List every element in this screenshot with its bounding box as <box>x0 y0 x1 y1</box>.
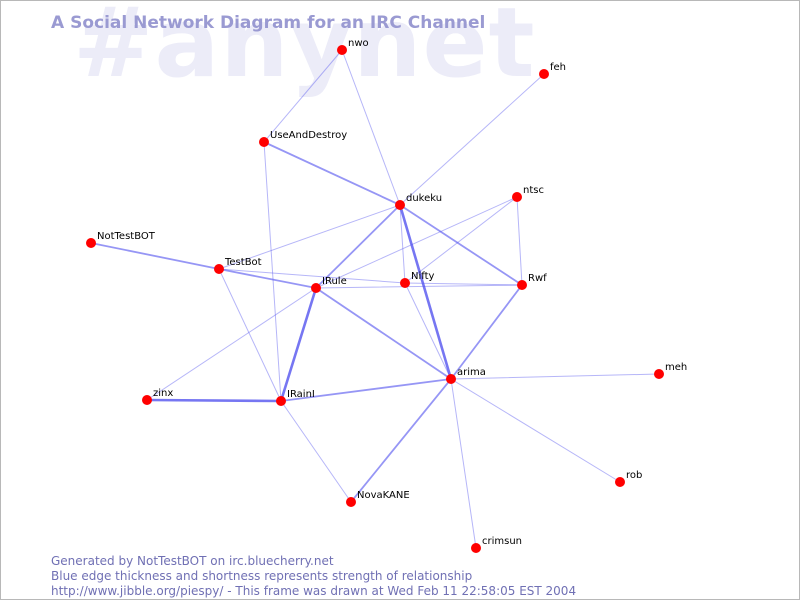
edge-nwo-UseAndDestroy <box>263 49 343 143</box>
node-dot-rob <box>615 477 625 487</box>
edge-Rwf-arima <box>450 284 523 380</box>
channel-watermark: #anynet <box>73 0 536 99</box>
edge-UseAndDestroy-dukeku <box>263 141 401 206</box>
node-label-IRainI: IRainI <box>287 389 315 400</box>
edge-dukeku-arima <box>398 203 453 381</box>
node-dot-Nifty <box>400 278 410 288</box>
edge-dukeku-TestBot <box>218 204 401 270</box>
node-NotTestBOT: NotTestBOT <box>86 231 156 248</box>
edge-IRule-Rwf <box>315 284 523 289</box>
node-IRule: IRule <box>311 276 347 293</box>
edge-IRule-zinx <box>146 287 317 401</box>
footer-url-timestamp: http://www.jibble.org/piespy/ - This fra… <box>51 584 577 598</box>
node-label-feh: feh <box>550 62 566 73</box>
node-label-Nifty: Nifty <box>411 271 435 282</box>
node-dot-Rwf <box>517 280 527 290</box>
edge-nwo-dukeku <box>341 49 401 206</box>
node-dot-TestBot <box>214 264 224 274</box>
node-label-rob: rob <box>626 470 642 481</box>
node-NovaKANE: NovaKANE <box>346 490 410 507</box>
node-dot-feh <box>539 69 549 79</box>
edge-ntsc-IRule <box>315 196 518 289</box>
edge-TestBot-IRainI <box>218 268 282 402</box>
node-dot-dukeku <box>395 200 405 210</box>
node-dot-ntsc <box>512 192 522 202</box>
edge-dukeku-Nifty <box>399 204 406 284</box>
edge-arima-crimsun <box>450 378 477 549</box>
node-label-TestBot: TestBot <box>224 257 262 268</box>
edge-ntsc-Rwf <box>516 196 523 286</box>
node-label-ntsc: ntsc <box>523 185 544 196</box>
node-label-arima: arima <box>457 367 486 378</box>
edge-IRule-IRainI <box>279 286 318 403</box>
edge-ntsc-Nifty <box>404 196 518 284</box>
edge-TestBot-IRule <box>218 268 317 289</box>
edge-layer <box>90 49 660 549</box>
footer-info: Generated by NotTestBOT on irc.bluecherr… <box>51 554 576 599</box>
edge-dukeku-IRule <box>315 204 401 289</box>
node-dot-zinx <box>142 395 152 405</box>
edge-arima-NovaKANE <box>350 378 452 503</box>
node-rob: rob <box>615 470 642 487</box>
node-label-UseAndDestroy: UseAndDestroy <box>270 130 347 141</box>
node-label-crimsun: crimsun <box>482 536 522 547</box>
diagram-title: A Social Network Diagram for an IRC Chan… <box>51 13 486 33</box>
edge-TestBot-Nifty <box>218 268 406 284</box>
node-dot-IRainI <box>276 396 286 406</box>
node-label-zinx: zinx <box>153 388 173 399</box>
node-label-NotTestBOT: NotTestBOT <box>97 231 156 242</box>
node-dot-NotTestBOT <box>86 238 96 248</box>
node-Rwf: Rwf <box>517 273 547 290</box>
edge-UseAndDestroy-IRainI <box>263 141 282 402</box>
node-IRainI: IRainI <box>276 389 315 406</box>
node-UseAndDestroy: UseAndDestroy <box>259 130 347 147</box>
edge-feh-dukeku <box>399 73 545 206</box>
node-dot-NovaKANE <box>346 497 356 507</box>
footer-legend-note: Blue edge thickness and shortness repres… <box>51 569 473 583</box>
node-arima: arima <box>446 367 486 384</box>
edge-arima-IRainI <box>280 378 452 402</box>
node-crimsun: crimsun <box>471 536 522 553</box>
node-label-nwo: nwo <box>348 38 369 49</box>
node-nwo: nwo <box>337 38 369 55</box>
edge-IRule-arima <box>315 287 452 380</box>
edge-zinx-IRainI <box>145 398 283 403</box>
node-dot-arima <box>446 374 456 384</box>
node-dot-crimsun <box>471 543 481 553</box>
edge-Nifty-Rwf <box>404 282 523 286</box>
node-Nifty: Nifty <box>400 271 435 288</box>
edge-IRainI-NovaKANE <box>280 400 352 503</box>
node-feh: feh <box>539 62 566 79</box>
node-dot-meh <box>654 369 664 379</box>
node-label-Rwf: Rwf <box>528 273 547 284</box>
footer-generated-by: Generated by NotTestBOT on irc.bluecherr… <box>51 554 334 568</box>
node-label-IRule: IRule <box>322 276 347 287</box>
edge-Nifty-arima <box>404 282 452 380</box>
node-meh: meh <box>654 362 687 379</box>
node-label-meh: meh <box>665 362 687 373</box>
edge-dukeku-Rwf <box>399 204 523 286</box>
edge-arima-meh <box>450 373 660 380</box>
node-dot-UseAndDestroy <box>259 137 269 147</box>
edge-NotTestBOT-TestBot <box>90 242 220 270</box>
node-zinx: zinx <box>142 388 173 405</box>
node-dot-nwo <box>337 45 347 55</box>
edge-arima-rob <box>450 378 621 483</box>
node-dot-IRule <box>311 283 321 293</box>
node-ntsc: ntsc <box>512 185 544 202</box>
node-label-NovaKANE: NovaKANE <box>357 490 410 501</box>
node-dukeku: dukeku <box>395 193 442 210</box>
node-label-dukeku: dukeku <box>406 193 442 204</box>
node-TestBot: TestBot <box>214 257 262 274</box>
